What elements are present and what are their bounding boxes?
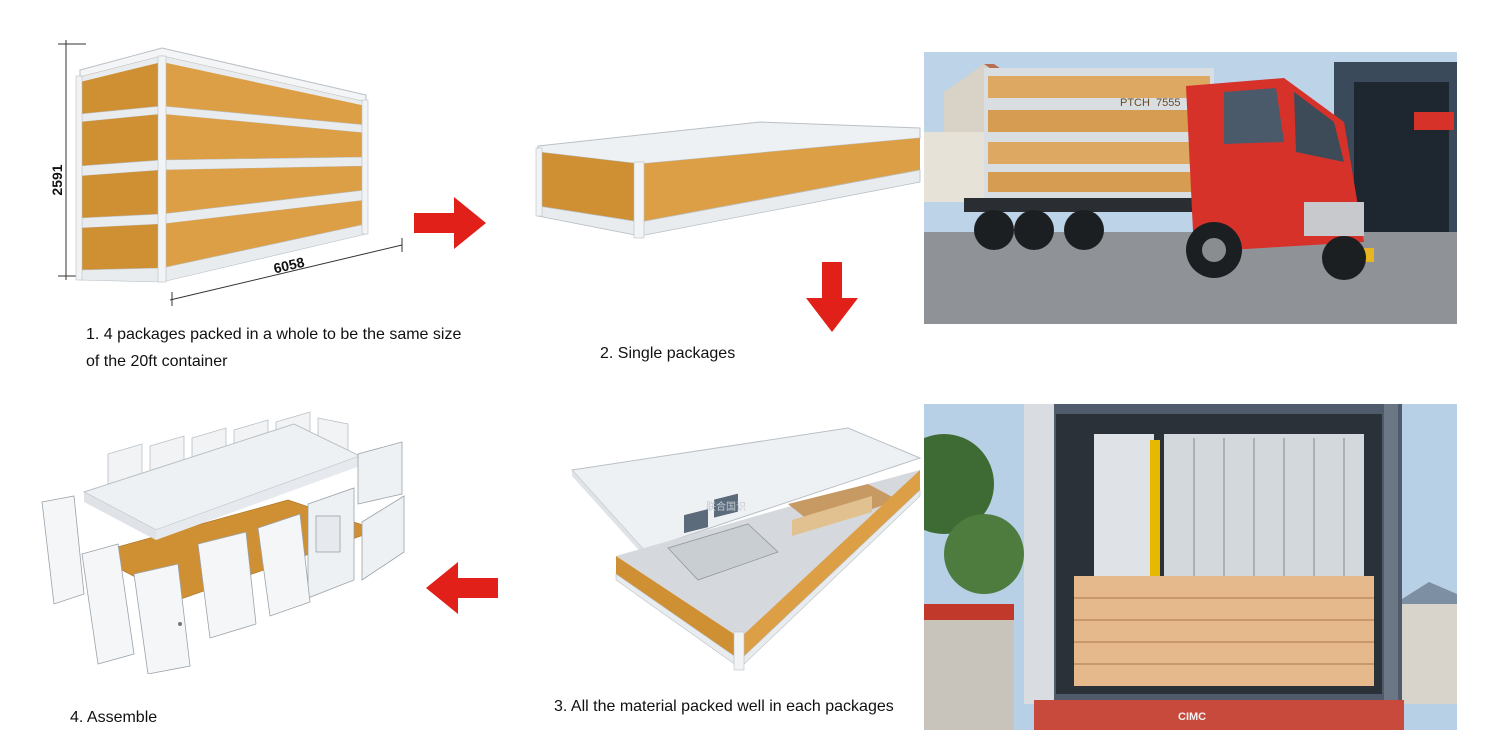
height-dimension-label: 2591 [49,164,65,195]
package-layer [79,200,367,283]
step-3-caption: 3. All the material packed well in each … [554,698,894,715]
assembled-house-illustration [41,411,405,674]
truck-panel-number: 7555 [1156,97,1180,109]
open-package-illustration: 联合国识 [571,427,922,671]
arrow-down-icon [806,262,858,332]
step-2-caption: 2. Single packages [600,345,736,362]
step-1-caption: 1. 4 packages packed in a whole to be th… [86,321,461,375]
step-1-caption-line: 1. 4 packages packed in a whole to be th… [86,326,462,343]
container-brand-label: CIMC [1178,711,1206,723]
container-loading-photo: CIMC [924,404,1457,730]
stacked-packages-illustration: 2591 6058 [49,40,403,306]
arrow-left-icon [426,562,498,614]
single-package-illustration [535,121,921,239]
arrow-right-icon [414,197,486,249]
container-photo-drawing: CIMC [924,404,1457,730]
step-4-caption: 4. Assemble [70,709,158,726]
step-1-caption-line: of the 20ft container [86,353,228,370]
truck-panel-label: PTCH [1120,97,1150,109]
length-dimension-label: 6058 [272,254,306,277]
watermark-text: 联合国识 [706,500,746,513]
package-layer [79,114,367,177]
truck-loading-photo: PTCH 7555 [924,52,1457,324]
truck-photo-drawing: PTCH 7555 [924,52,1457,324]
package-layer [79,166,367,229]
